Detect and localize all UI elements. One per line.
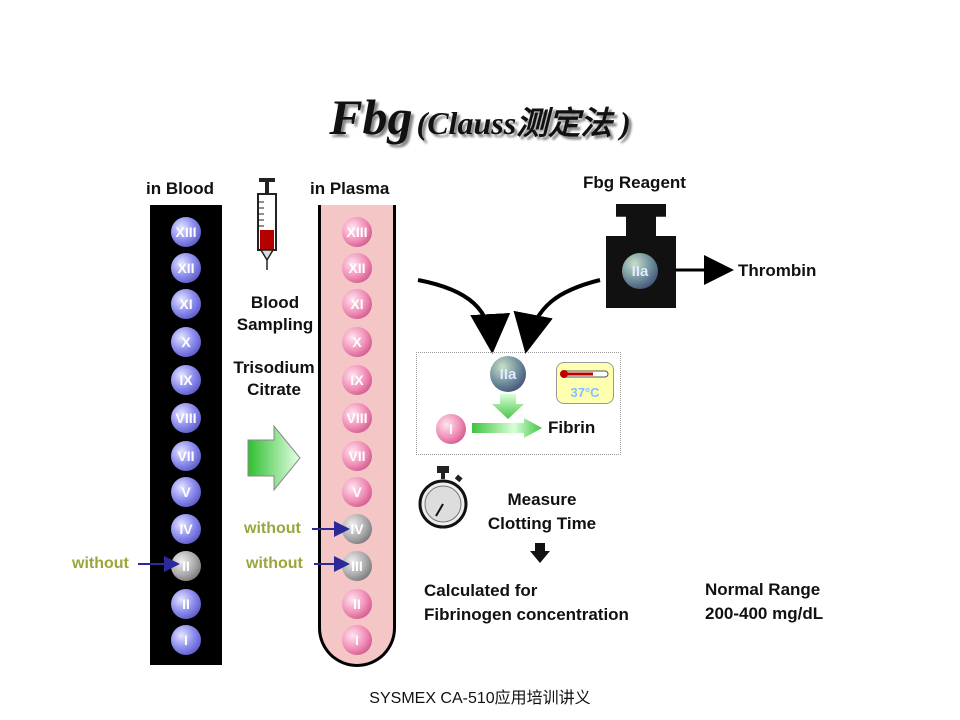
calculated-label: Calculated for Fibrinogen concentration (424, 581, 629, 624)
plasma-factor-ball: I (342, 625, 372, 655)
reagent-iia-ball: IIa (622, 253, 658, 289)
footer-text: SYSMEX CA-510应用培训讲义 (369, 690, 591, 707)
blood-sampling-label: Blood Sampling (236, 293, 314, 334)
measure-clotting-label: Measure Clotting Time (487, 490, 597, 533)
plasma-factor-ball: VIII (342, 403, 372, 433)
thermometer-icon (560, 370, 609, 378)
big-right-arrow-icon (247, 424, 301, 492)
down-arrow-icon (492, 394, 524, 419)
temperature-label: 37°C (570, 385, 600, 400)
thermometer-box: 37°C (556, 362, 614, 404)
plasma-factor-ball: XI (342, 289, 372, 319)
fibrin-arrow-icon (472, 418, 542, 438)
plasma-factor-ball: V (342, 477, 372, 507)
syringe-icon (257, 178, 277, 270)
plasma-factor-ball: XII (342, 253, 372, 283)
blood-factor-ball: VIII (171, 403, 201, 433)
stopwatch-icon (418, 466, 468, 529)
without-label-plasma-2: without (246, 555, 303, 572)
in-blood-label: in Blood (146, 179, 214, 198)
blood-factor-ball: X (171, 327, 201, 357)
title-main: Fbg (329, 89, 413, 145)
plasma-factor-ball: III (342, 551, 372, 581)
curved-arrow-right (513, 278, 601, 354)
plasma-factor-ball: XIII (342, 217, 372, 247)
blood-factor-ball: IV (171, 514, 201, 544)
plasma-factor-ball: IV (342, 514, 372, 544)
blood-factor-ball: XIII (171, 217, 201, 247)
thrombin-label: Thrombin (738, 261, 817, 280)
curved-arrow-left (417, 278, 511, 354)
plasma-factor-ball: IX (342, 365, 372, 395)
plasma-factor-ball: X (342, 327, 372, 357)
fbg-reagent-label: Fbg Reagent (583, 173, 686, 192)
normal-range-label: Normal Range 200-400 mg/dL (705, 580, 824, 623)
plasma-factor-ball: VII (342, 441, 372, 471)
factor-i-ball: I (436, 414, 466, 444)
without-label-blood: without (72, 555, 129, 572)
fibrin-label: Fibrin (548, 418, 596, 437)
small-down-arrow-icon (530, 543, 550, 563)
panel-iia-ball: IIa (490, 356, 526, 392)
blood-factor-ball: I (171, 625, 201, 655)
blood-factor-ball: VII (171, 441, 201, 471)
reagent-bottle-cap (616, 204, 666, 236)
in-plasma-label: in Plasma (310, 179, 390, 198)
blood-factor-ball: IX (171, 365, 201, 395)
blood-factor-ball: XI (171, 289, 201, 319)
blood-factor-ball: II (171, 551, 201, 581)
title-sub: (Clauss测定法 ) (416, 105, 631, 141)
trisodium-citrate-label: Trisodium Citrate (233, 358, 315, 399)
without-label-plasma-1: without (244, 520, 301, 537)
reaction-panel (416, 352, 621, 455)
blood-factor-ball: V (171, 477, 201, 507)
blood-factor-ball: XII (171, 253, 201, 283)
blood-factor-ball: II (171, 589, 201, 619)
page-title: Fbg (Clauss测定法 ) (0, 88, 960, 146)
plasma-factor-ball: II (342, 589, 372, 619)
